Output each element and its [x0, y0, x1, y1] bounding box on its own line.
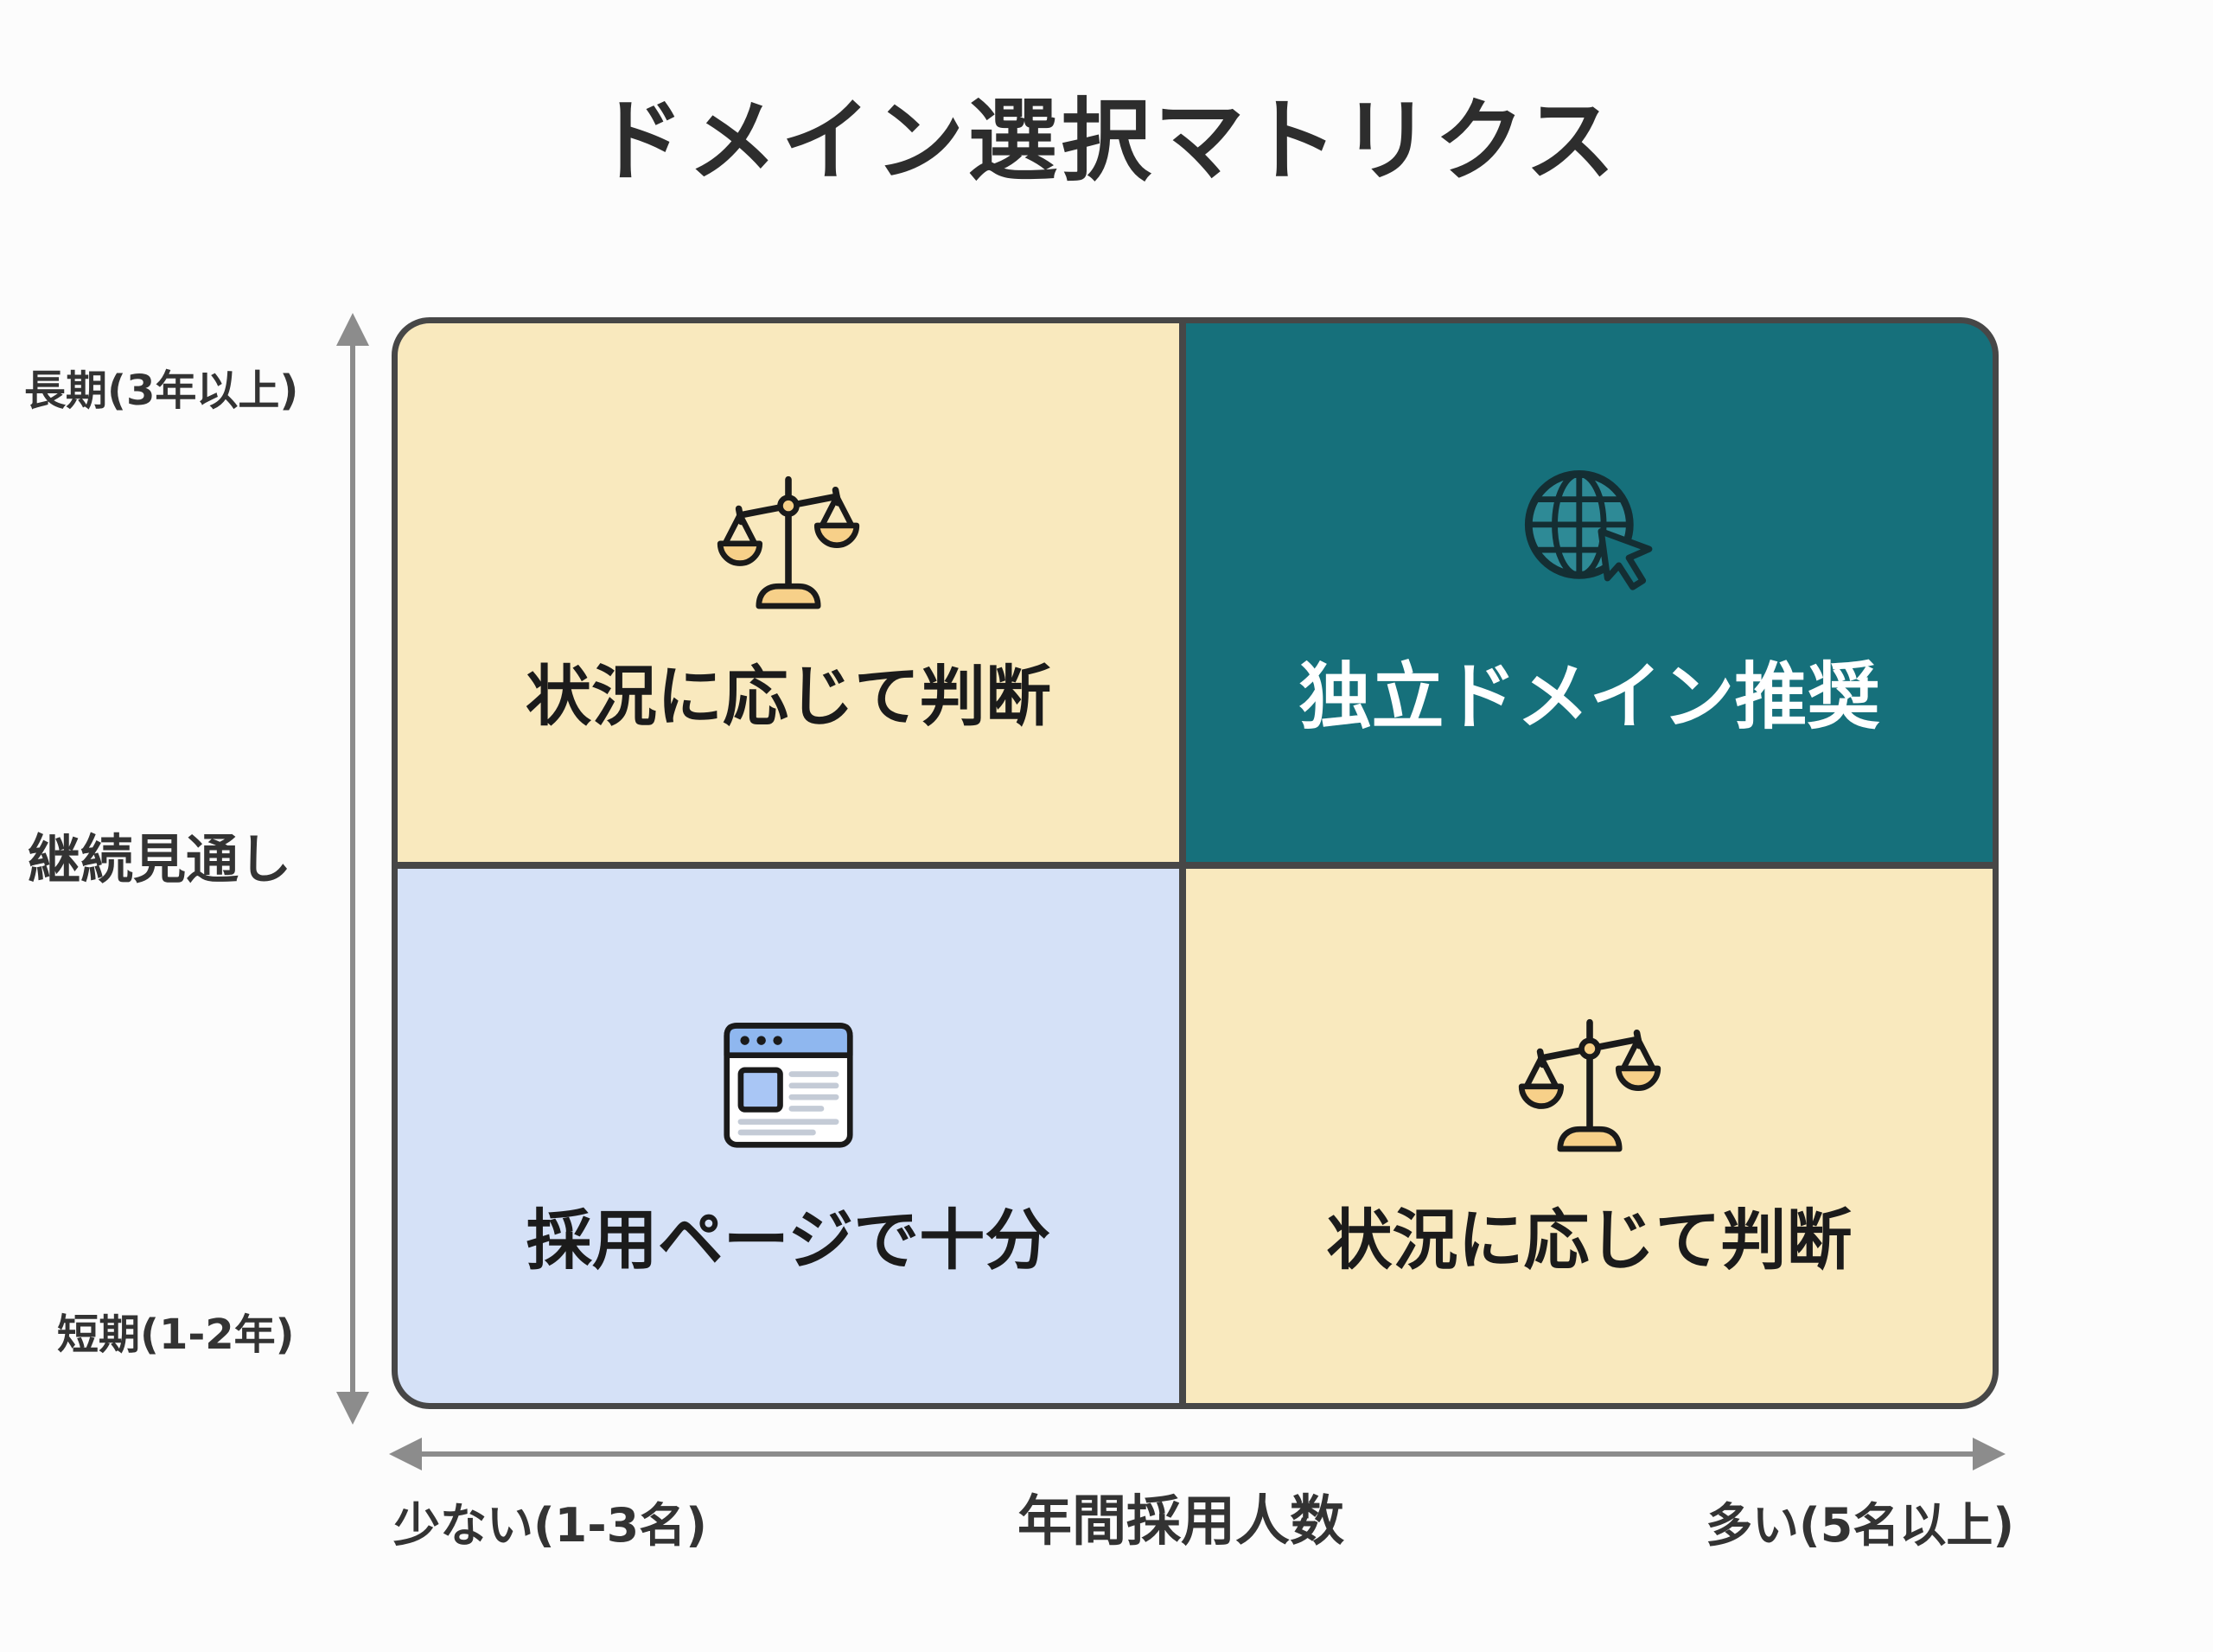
browser-window-icon: [705, 999, 873, 1168]
quadrant-bottom-right: 状況に応じて判断: [1186, 869, 1993, 1403]
matrix-grid: 状況に応じて判断 独立ドメイン推奨: [392, 317, 1999, 1409]
quadrant-label: 状況に応じて判断: [526, 658, 1051, 735]
quadrant-label: 独立ドメイン推奨: [1298, 654, 1880, 739]
balance-scale-icon: [1505, 999, 1674, 1168]
y-axis-line: [350, 339, 355, 1399]
y-axis-bottom-label: 短期(1-2年): [57, 1311, 295, 1359]
quadrant-top-left: 状況に応じて判断: [398, 323, 1179, 862]
globe-cursor-icon: [1505, 452, 1674, 621]
y-axis-top-label: 長期(3年以上): [24, 367, 299, 415]
arrow-down-icon: [336, 1392, 369, 1425]
arrow-right-icon: [1973, 1438, 2006, 1470]
quadrant-top-right: 独立ドメイン推奨: [1186, 323, 1993, 862]
x-axis-left-label: 少ない(1-3名): [393, 1498, 707, 1553]
quadrant-bottom-left: 採用ページで十分: [398, 869, 1179, 1403]
y-axis-arrow: [336, 313, 369, 1425]
x-axis-right-label: 多い(5名以上): [1706, 1498, 2014, 1553]
balance-scale-icon: [705, 456, 873, 624]
x-axis-title: 年間採用人数: [1017, 1489, 1344, 1553]
x-axis-arrow: [389, 1438, 2006, 1470]
quadrant-label: 採用ページで十分: [526, 1201, 1051, 1279]
page-title: ドメイン選択マトリクス: [594, 88, 1619, 194]
x-axis-line: [415, 1451, 1980, 1457]
quadrant-label: 状況に応じて判断: [1326, 1201, 1853, 1279]
y-axis-title: 継続見通し: [28, 829, 292, 890]
